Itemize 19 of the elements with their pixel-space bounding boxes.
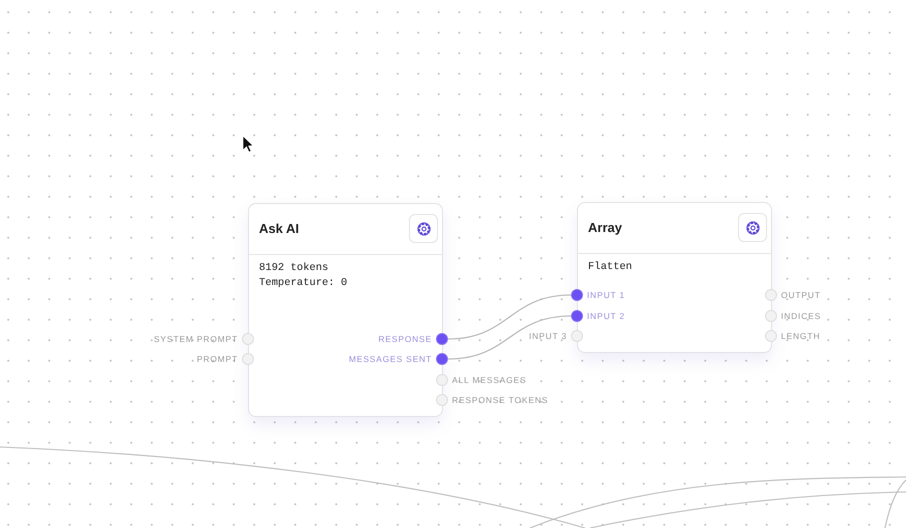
- port-label: INDICES: [781, 311, 822, 321]
- port-label: OUTPUT: [781, 290, 821, 300]
- node-detail-text: Flatten: [588, 261, 632, 273]
- port-label: RESPONSE TOKENS: [452, 395, 548, 405]
- port-label: LENGTH: [781, 331, 820, 341]
- port-label: PROMPT: [196, 354, 238, 364]
- port-label: INPUT 3: [528, 331, 567, 341]
- node-title: Array: [588, 220, 622, 235]
- node-detail-text: 8192 tokens: [259, 262, 328, 274]
- port-label: INPUT 2: [587, 311, 626, 321]
- port-label: MESSAGES SENT: [348, 354, 432, 364]
- node-detail-text: Temperature: 0: [259, 276, 348, 288]
- connector-line: [448, 315, 572, 360]
- node-title: Ask AI: [259, 221, 299, 236]
- port-label: ALL MESSAGES: [452, 375, 526, 385]
- connector-line: [448, 294, 572, 340]
- port-label: RESPONSE: [378, 334, 432, 344]
- port-label: SYSTEM PROMPT: [154, 334, 238, 344]
- port-label: INPUT 1: [587, 290, 626, 300]
